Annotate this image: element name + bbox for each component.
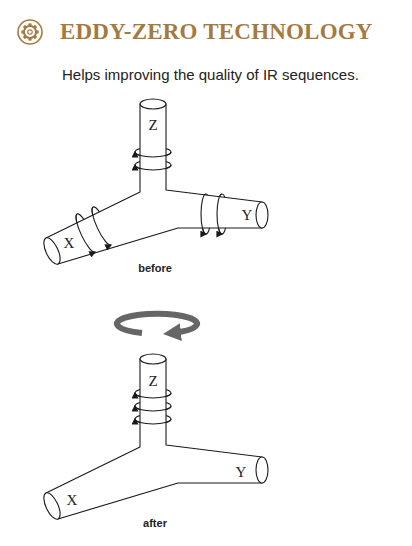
axis-label: Y — [242, 207, 253, 224]
state-caption: after — [143, 517, 167, 529]
gradient-coil-tubes — [41, 99, 268, 266]
title: EDDY-ZERO TECHNOLOGY — [60, 19, 373, 44]
axis-label: X — [64, 235, 75, 252]
gear-icon — [18, 20, 42, 44]
subtitle: Helps improving the quality of IR sequen… — [62, 67, 359, 84]
axis-label: X — [67, 492, 78, 509]
axis-label: Z — [148, 373, 157, 390]
gradient-coil-tubes — [41, 354, 268, 521]
state-caption: before — [138, 262, 172, 274]
axis-label: Y — [236, 464, 247, 481]
rotation-arrow — [117, 314, 197, 333]
axis-label: Z — [148, 117, 157, 134]
